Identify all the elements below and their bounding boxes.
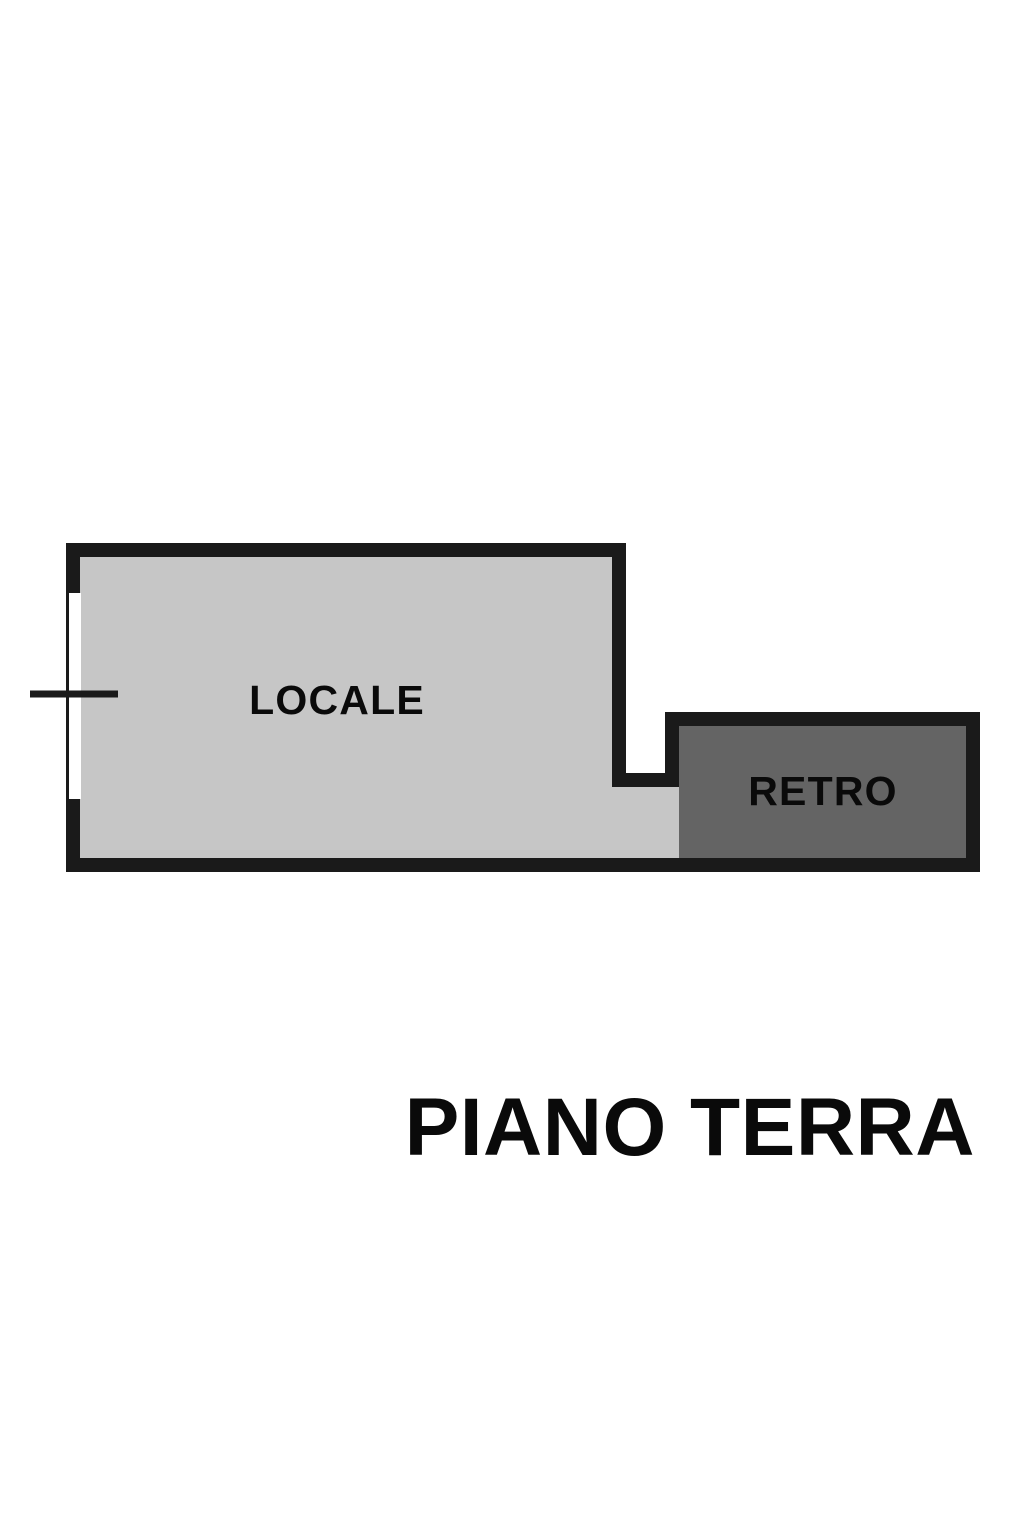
room-label-locale: LOCALE (249, 677, 425, 723)
plan-title: PIANO TERRA (405, 1082, 975, 1173)
room-fill-retro (679, 726, 966, 858)
room-label-retro: RETRO (748, 768, 898, 814)
